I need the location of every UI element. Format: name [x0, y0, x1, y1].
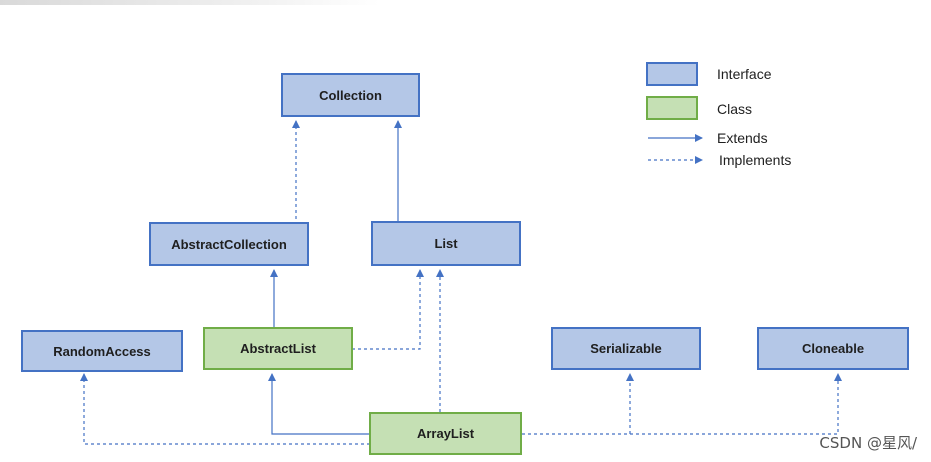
- legend-class-swatch: [646, 96, 698, 120]
- edge-arraylist-extends-abstractlist: [268, 373, 370, 435]
- watermark-text: CSDN @星风/: [819, 434, 917, 452]
- node-collection: Collection: [281, 73, 420, 117]
- node-list: List: [371, 221, 521, 266]
- node-label: ArrayList: [416, 426, 475, 441]
- legend-implements-label: Implements: [719, 152, 792, 168]
- legend-interface-label: Interface: [717, 66, 772, 82]
- node-label: Serializable: [590, 341, 662, 356]
- node-label: Collection: [319, 87, 382, 103]
- node-randomaccess: RandomAccess: [21, 330, 183, 372]
- node-label: List: [434, 236, 458, 251]
- edge-arraylist-implements-randomaccess: [80, 373, 370, 445]
- node-abstractlist: AbstractList: [203, 327, 353, 370]
- legend-class-label: Class: [717, 101, 753, 117]
- node-label: AbstractCollection: [171, 236, 287, 252]
- node-abstractcollection: AbstractCollection: [149, 222, 309, 266]
- node-label: Cloneable: [801, 341, 865, 356]
- node-label: RandomAccess: [53, 343, 151, 359]
- node-serializable: Serializable: [551, 327, 701, 370]
- node-arraylist: ArrayList: [369, 412, 522, 455]
- legend-interface-swatch: [646, 62, 698, 86]
- top-cropped-strip: [0, 0, 380, 5]
- legend-extends-label: Extends: [717, 130, 768, 146]
- edge-arraylist-implements-serializable: [522, 373, 634, 435]
- edge-abstractlist-implements-list: [352, 269, 424, 350]
- node-label: AbstractList: [240, 341, 316, 356]
- edge-arraylist-implements-cloneable: [630, 373, 842, 435]
- node-cloneable: Cloneable: [757, 327, 909, 370]
